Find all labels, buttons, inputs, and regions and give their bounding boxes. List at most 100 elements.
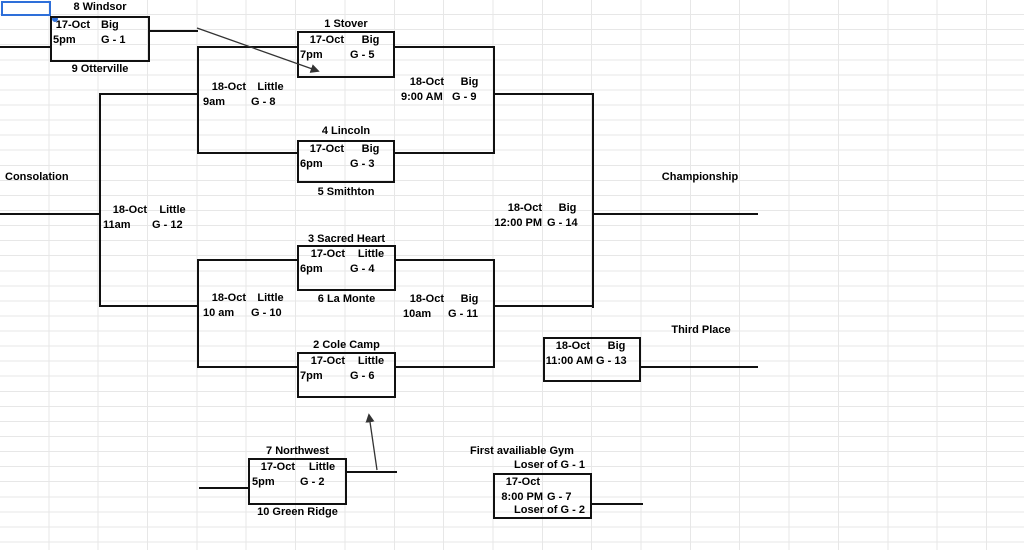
game-4-time: 6pm [300, 263, 323, 275]
game-11-date: 18-Oct [409, 293, 444, 305]
game-box-g3 [297, 140, 395, 183]
game-7-time: 8:00 PM [501, 491, 543, 503]
bracket-line-g12-out [0, 213, 101, 215]
bracket-line-g7-out [592, 503, 643, 505]
team-9-otterville: 9 Otterville [71, 63, 129, 75]
bracket-line-upper-left-vertical [197, 46, 199, 154]
team-7-northwest: 7 Northwest [266, 445, 329, 457]
winner-advance-arrow-g2-to-g6 [365, 413, 378, 471]
bracket-line-to-g6 [197, 366, 299, 368]
game-12-time: 11am [103, 219, 131, 231]
bracket-line-g2-in [199, 487, 250, 489]
game-box-g7 [493, 473, 592, 519]
bracket-line-g2-out [347, 471, 397, 473]
bracket-line-consolation-vertical [99, 93, 101, 307]
game-2-date: 17-Oct [260, 461, 295, 473]
game-13-id: G - 13 [596, 355, 627, 367]
team-10-green-ridge: 10 Green Ridge [257, 506, 338, 518]
game-6-id: G - 6 [350, 370, 375, 382]
game-10-id: G - 10 [251, 307, 282, 319]
team-4-lincoln: 4 Lincoln [321, 125, 371, 137]
game-14-date: 18-Oct [507, 202, 542, 214]
championship-heading: Championship [661, 171, 739, 183]
team-8-windsor: 8 Windsor [73, 1, 127, 13]
bracket-line-g11-out [493, 305, 594, 307]
bracket-line-g3-out [395, 152, 495, 154]
game-11-id: G - 11 [448, 308, 478, 320]
game-14-gym: Big [558, 202, 577, 214]
game-4-id: G - 4 [350, 263, 375, 275]
game-1-gym: Big [101, 19, 119, 31]
game-11-time: 10am [403, 308, 432, 320]
game-3-id: G - 3 [350, 158, 375, 170]
game-4-date: 17-Oct [310, 248, 345, 260]
game-5-gym: Big [361, 34, 380, 46]
game-7-participant-bottom: Loser of G - 2 [514, 504, 585, 516]
bracket-line-g1-out [150, 30, 198, 32]
bracket-line-to-g4 [197, 259, 299, 261]
third-place-heading: Third Place [671, 324, 731, 336]
game-6-gym: Little [357, 355, 385, 367]
bracket-line-g1-in [0, 46, 50, 48]
game-8-time: 9am [203, 96, 226, 108]
game-10-date: 18-Oct [211, 292, 246, 304]
active-cell-selection[interactable] [1, 1, 59, 23]
consolation-heading: Consolation [5, 171, 69, 183]
game-9-date: 18-Oct [409, 76, 444, 88]
game-1-time: 5pm [53, 34, 76, 46]
bracket-line-to-g5 [197, 46, 297, 48]
game-9-gym: Big [460, 76, 479, 88]
bracket-line-championship [592, 213, 758, 215]
team-6-la-monte: 6 La Monte [317, 293, 376, 305]
game-7-date: 17-Oct [505, 476, 540, 488]
game-9-id: G - 9 [452, 91, 477, 103]
game-5-time: 7pm [300, 49, 323, 61]
game-13-gym: Big [607, 340, 626, 352]
game-box-g2 [248, 458, 347, 505]
game-12-id: G - 12 [152, 219, 183, 231]
team-5-smithton: 5 Smithton [317, 186, 375, 198]
bracket-line-g10-out [99, 305, 199, 307]
game-7-participant-top: Loser of G - 1 [514, 459, 585, 471]
game-6-time: 7pm [300, 370, 323, 382]
game-box-g4 [297, 245, 396, 291]
game-10-gym: Little [257, 292, 284, 304]
game-8-gym: Little [257, 81, 284, 93]
game-3-gym: Big [361, 143, 380, 155]
game-14-id: G - 14 [547, 217, 578, 229]
game-5-id: G - 5 [350, 49, 375, 61]
game-8-id: G - 8 [251, 96, 276, 108]
bracket-line-to-g3 [197, 152, 297, 154]
game-box-g6 [297, 352, 396, 398]
game-5-date: 17-Oct [309, 34, 344, 46]
game-7-id: G - 7 [547, 491, 572, 503]
game-box-g13 [543, 337, 641, 382]
bracket-line-g8-out [99, 93, 199, 95]
team-2-cole-camp: 2 Cole Camp [313, 339, 380, 351]
team-1-stover: 1 Stover [324, 18, 368, 30]
bracket-line-lower-left-vertical [197, 259, 199, 368]
game-1-date: 17-Oct [55, 19, 90, 31]
bracket-line-g4-out [396, 259, 495, 261]
game-2-time: 5pm [252, 476, 275, 488]
game-12-date: 18-Oct [112, 204, 147, 216]
game-4-gym: Little [357, 248, 385, 260]
bracket-line-g9-out [493, 93, 594, 95]
game-3-date: 17-Oct [309, 143, 344, 155]
game-12-gym: Little [159, 204, 186, 216]
game-13-time: 11:00 AM [545, 355, 593, 367]
game-2-gym: Little [308, 461, 336, 473]
game-10-time: 10 am [203, 307, 235, 319]
bracket-line-g5-out [395, 46, 495, 48]
game-14-time: 12:00 PM [494, 217, 542, 229]
game-8-date: 18-Oct [211, 81, 246, 93]
game-3-time: 6pm [300, 158, 323, 170]
bracket-line-final-vertical [592, 93, 594, 308]
game-6-date: 17-Oct [310, 355, 345, 367]
game-box-g1 [50, 16, 150, 62]
team-3-sacred-heart: 3 Sacred Heart [307, 233, 386, 245]
bracket-line-third-place-out [641, 366, 758, 368]
game-11-gym: Big [460, 293, 479, 305]
bracket-line-g9-vertical [493, 46, 495, 154]
